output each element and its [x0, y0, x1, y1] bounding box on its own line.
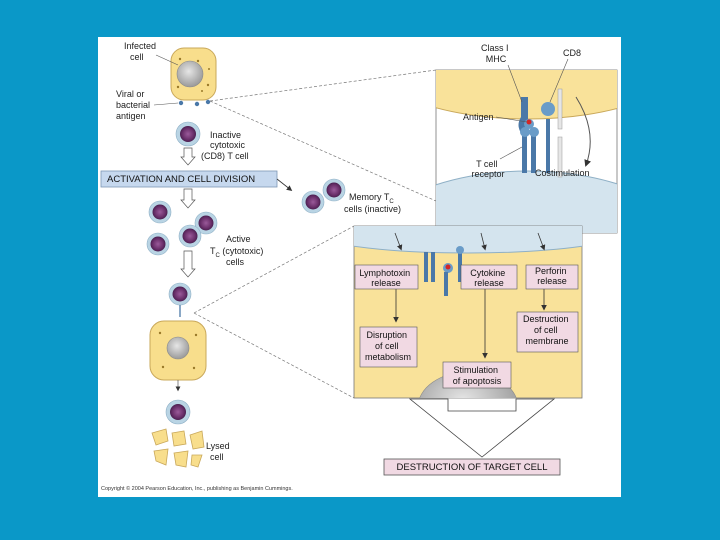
label-viral-antigen: Viral or bacterial antigen [116, 89, 153, 121]
detail-top [435, 69, 618, 234]
post-lysis-t-cell [165, 399, 191, 425]
label-lysed-cell: Lysed cell [206, 441, 232, 462]
tc-cell-diagram: Infected cell Viral or bacterial antigen… [100, 41, 618, 492]
label-antigen: Antigen [463, 112, 494, 122]
single-active-t-cell [168, 282, 192, 317]
label-cytokine-release: Cytokine release [470, 268, 508, 288]
infected-cell [170, 47, 217, 101]
box-perforin-release [525, 264, 579, 290]
box-stimulation-apoptosis [442, 361, 512, 389]
box-lymphotoxin-release [354, 264, 419, 290]
label-costimulation: Costimulation [535, 168, 590, 178]
inactive-t-cell [175, 121, 201, 147]
box-disruption-metabolism [359, 326, 418, 368]
box-cytokine-release [460, 264, 518, 290]
funnel-arrow [408, 398, 556, 458]
active-t-cells [146, 200, 218, 256]
label-inactive-tc: Inactive cytotoxic (CD8) T cell [201, 130, 249, 161]
detail-bottom [353, 225, 583, 399]
label-activation-banner: ACTIVATION AND CELL DIVISION [107, 174, 255, 185]
label-destruction-membrane: Destruction of cell membrane [523, 314, 571, 346]
box-destruction-target [383, 458, 561, 476]
memory-t-cells [301, 178, 346, 214]
label-disruption-metabolism: Disruption of cell metabolism [365, 330, 411, 362]
label-stimulation-apoptosis: Stimulation of apoptosis [453, 365, 502, 386]
label-cd8: CD8 [563, 48, 581, 58]
zoom-connectors [193, 69, 437, 399]
label-active-tc: Active TC (cytotoxic) cells [210, 234, 266, 267]
label-infected-cell: Infected cell [124, 41, 159, 62]
label-t-cell-receptor: T cell receptor [471, 159, 504, 179]
label-memory-tc: Memory TC cells (inactive) [344, 192, 401, 214]
copyright-text: Copyright © 2004 Pearson Education, Inc.… [101, 485, 293, 492]
label-lymphotoxin-release: Lymphotoxin release [359, 268, 412, 288]
label-class1-mhc: Class I MHC [481, 43, 511, 64]
antigen-marks [178, 99, 211, 107]
box-destruction-membrane [516, 311, 579, 353]
target-cell [149, 320, 207, 381]
label-destruction-target: DESTRUCTION OF TARGET CELL [397, 462, 548, 473]
slide-panel: Infected cell Viral or bacterial antigen… [98, 37, 621, 497]
label-perforin-release: Perforin release [535, 266, 569, 286]
lysed-cell-fragments [151, 428, 205, 468]
